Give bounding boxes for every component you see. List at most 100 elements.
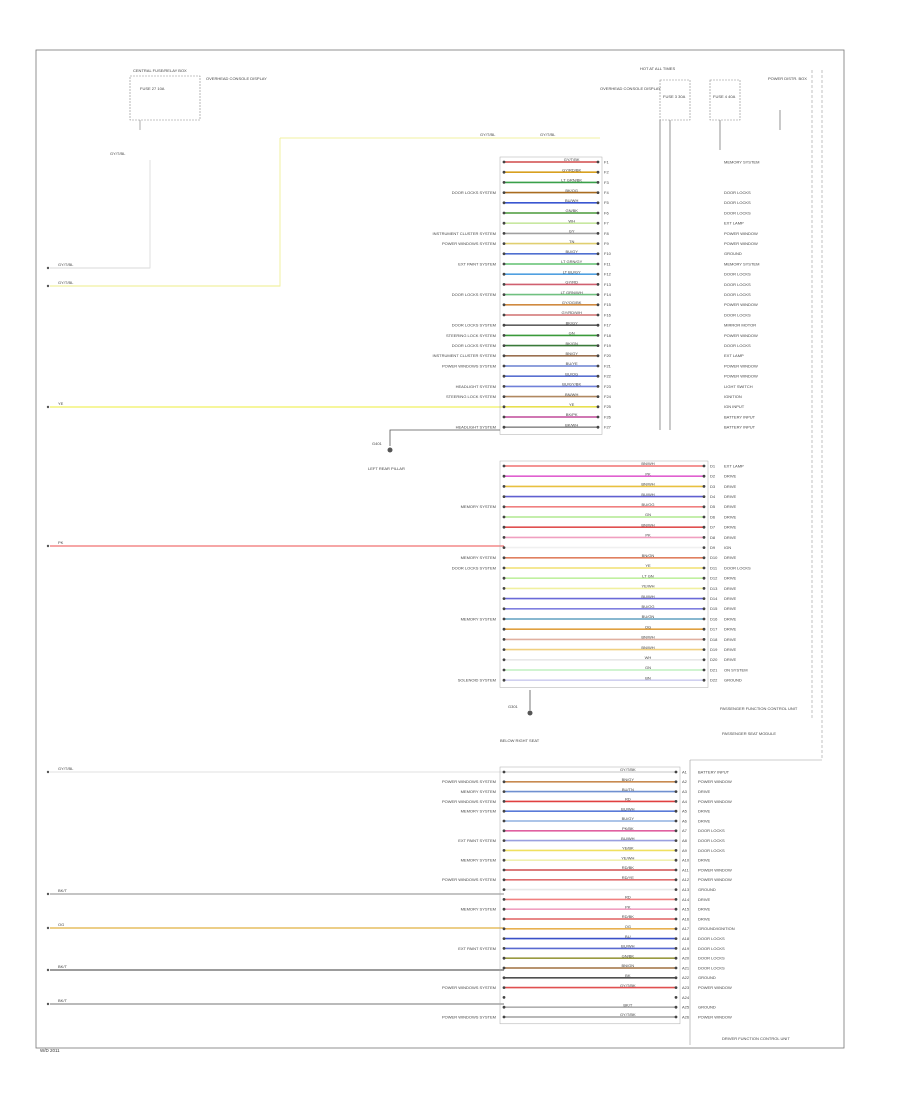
upper-pin-left — [502, 354, 506, 358]
lower-pin-left — [502, 858, 506, 862]
top-left-fuse-sub: FUSE 27 10A — [140, 86, 165, 91]
lower-pin-left — [502, 770, 506, 774]
upper-wire-color: BN/WH — [565, 392, 578, 397]
lower-system-label: MEMORY SYSTEM — [461, 809, 496, 814]
upper-pin-left — [502, 252, 506, 256]
lower-ecu-label: DRIVE — [698, 907, 711, 912]
upper-wire-color: BU/YE — [566, 361, 578, 366]
upper-system-label: DOOR LOCKS SYSTEM — [452, 343, 496, 348]
upper-pin-right — [596, 211, 600, 215]
middle-pin-id: D11 — [710, 565, 718, 570]
lower-pin-id: A12 — [682, 877, 690, 882]
upper-pin-right — [596, 262, 600, 266]
upper-pin-left — [502, 385, 506, 388]
lower-ecu-label: DOOR LOCKS — [698, 936, 725, 941]
middle-pin-left — [502, 648, 506, 651]
lower-system-label: EXT PAINT SYSTEM — [458, 946, 496, 951]
upper-ecu-label: IGN INPUT — [724, 404, 745, 409]
middle-pin-id: D16 — [710, 616, 718, 621]
middle-pin-id: D9 — [710, 545, 716, 550]
middle-ecu-label: EXT LAMP — [724, 463, 744, 468]
lower-pin-right — [674, 898, 678, 901]
middle-pin-left — [502, 638, 506, 641]
upper-pin-right — [596, 191, 600, 195]
lower-pin-right — [674, 790, 678, 793]
middle-pin-right — [702, 566, 706, 570]
middle-pin-right — [702, 587, 706, 590]
lower-system-label: MEMORY SYSTEM — [461, 858, 496, 863]
module-3-label: DRIVER FUNCTION CONTROL UNIT — [722, 1036, 790, 1041]
lower-ecu-label: DOOR LOCKS — [698, 838, 725, 843]
lower-pin-right — [674, 809, 678, 813]
upper-pin-id: F11 — [604, 261, 611, 266]
ground-2-id: G301 — [508, 704, 519, 709]
upper-pin-right — [596, 415, 600, 419]
middle-ecu-label: DRIVE — [724, 637, 737, 642]
middle-pin-right — [702, 607, 706, 611]
lower-pin-right — [674, 878, 678, 882]
lower-pin-left — [502, 839, 506, 842]
middle-pin-right — [702, 556, 706, 560]
middle-ecu-label: ON SYSTEM — [724, 667, 748, 672]
lower-pin-right — [674, 1015, 678, 1019]
upper-pin-id: F20 — [604, 353, 612, 358]
middle-pin-left — [502, 627, 506, 631]
upper-pin-id: F3 — [604, 180, 609, 185]
middle-pin-id: D13 — [710, 586, 718, 591]
lower-wire-color: BU/TN — [622, 787, 634, 792]
upper-ecu-label: POWER WINDOW — [724, 302, 758, 307]
middle-wire-color: BN/WH — [641, 522, 654, 527]
lower-ecu-label: DOOR LOCKS — [698, 965, 725, 970]
lower-pin-id: A20 — [682, 956, 690, 961]
upper-pin-right — [596, 374, 600, 378]
middle-ecu-label: DRIVE — [724, 514, 737, 519]
middle-pin-id: D21 — [710, 667, 718, 672]
feed-terminal — [46, 544, 50, 548]
lower-wire-color: BK/T — [623, 1002, 632, 1007]
lower-pin-id: A26 — [682, 1014, 690, 1019]
upper-system-label: INSTRUMENT CLUSTER SYSTEM — [433, 353, 497, 358]
feed-label: GY/T/BL — [58, 766, 74, 771]
lower-pin-left — [502, 780, 506, 784]
upper-system-label: HEADLIGHT SYSTEM — [456, 384, 496, 389]
feed-label: GY/T/BL — [58, 280, 74, 285]
middle-pin-right — [702, 597, 706, 600]
lower-ecu-label: GROUND — [698, 1005, 716, 1010]
middle-pin-left — [502, 546, 506, 549]
upper-pin-left — [502, 160, 506, 164]
upper-pin-id: F7 — [604, 221, 609, 226]
upper-wire-color: BK/OG — [565, 188, 578, 193]
upper-pin-left — [502, 191, 506, 195]
lower-pin-id: A14 — [682, 897, 690, 902]
upper-pin-right — [596, 354, 600, 358]
middle-wire-color: BN/WH — [641, 635, 654, 640]
lower-pin-left — [502, 829, 506, 833]
middle-pin-id: D4 — [710, 494, 716, 499]
upper-ecu-label: POWER WINDOW — [724, 374, 758, 379]
middle-wire-color: BU/OG — [642, 502, 655, 507]
middle-wire-color: BN/WH — [641, 482, 654, 487]
upper-wire-color: GN/BK — [565, 208, 578, 213]
upper-pin-right — [596, 303, 600, 307]
top-left-fuse-label: CENTRAL FUSE/RELAY BOX — [133, 68, 187, 73]
middle-wire-color: BN/GN — [642, 553, 655, 558]
upper-wire-color: GY/RD/WH — [561, 310, 582, 315]
